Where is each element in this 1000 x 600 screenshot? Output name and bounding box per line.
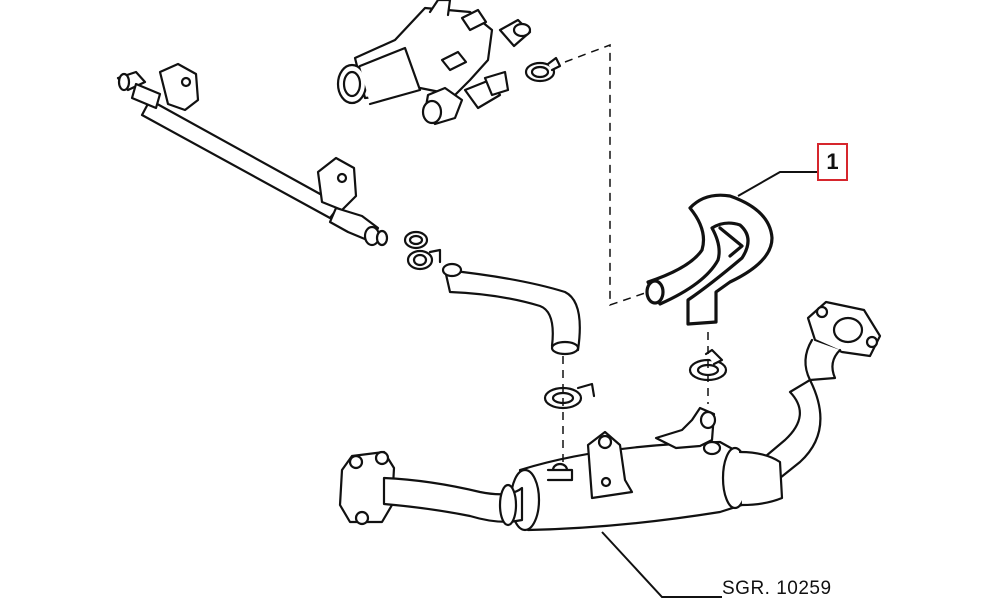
leader-lines (601, 171, 817, 598)
reference-code: SGR. 10259 (722, 578, 832, 599)
reference-leader-line (601, 531, 722, 598)
left-flange (338, 450, 524, 527)
thermostat-housing (336, 0, 532, 126)
middle-hose (441, 262, 581, 356)
hose-clamp (543, 348, 728, 410)
water-pipe (116, 62, 389, 247)
callout-leader-line (737, 171, 817, 197)
hose-clamp (524, 56, 562, 83)
hose-clamp (403, 230, 442, 271)
right-flange (764, 300, 882, 480)
callout-box: 1 (817, 143, 848, 181)
callout-number: 1 (826, 149, 839, 174)
hose-part-1 (645, 193, 774, 326)
assembly-guide-lines (562, 43, 709, 468)
egr-cooler (509, 406, 784, 532)
